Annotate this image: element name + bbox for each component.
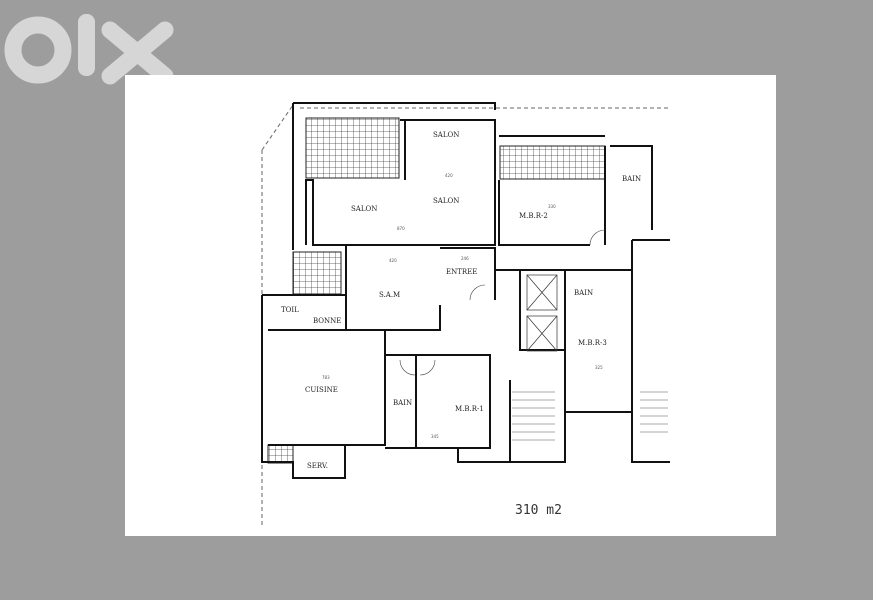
elevators (526, 274, 558, 352)
dimension: 783 (322, 375, 330, 380)
dimension: 345 (431, 434, 439, 439)
dimension: 870 (397, 226, 405, 231)
room-label: BAIN (393, 399, 412, 407)
site-boundary (261, 104, 670, 525)
balcony-tiles (499, 145, 606, 180)
balcony-tiles (305, 117, 400, 179)
room-label: SERV. (307, 462, 328, 470)
room-label: SALON (433, 197, 459, 205)
dimension: 420 (389, 258, 397, 263)
dimension: 325 (595, 365, 603, 370)
room-label: BAIN (574, 289, 593, 297)
room-label: SALON (351, 205, 377, 213)
floor-plan: SALON SALON SALON M.B.R-2 BAIN ENTREE S.… (261, 102, 670, 525)
room-label: SALON (433, 131, 459, 139)
room-label: TOIL (281, 306, 299, 314)
room-label: M.B.R-2 (519, 212, 548, 220)
room-label: M.B.R-3 (578, 339, 607, 347)
dimension: 330 (548, 204, 556, 209)
balcony-tiles (267, 444, 294, 464)
room-label: CUISINE (305, 386, 338, 394)
room-label: BAIN (622, 175, 641, 183)
dimension: 246 (461, 256, 469, 261)
balcony-tiles (292, 251, 342, 295)
walls (261, 102, 670, 479)
stairs (512, 391, 668, 441)
room-label: ENTREE (446, 268, 477, 276)
area-label: 310 m2 (515, 503, 562, 518)
olx-logo (4, 14, 174, 85)
room-label: M.B.R-1 (455, 405, 484, 413)
floor-plan-sheet: SALON SALON SALON M.B.R-2 BAIN ENTREE S.… (125, 75, 776, 536)
doors (399, 229, 606, 376)
room-label: S.A.M (379, 291, 400, 299)
room-label: BONNE (313, 317, 341, 325)
dimension: 420 (445, 173, 453, 178)
